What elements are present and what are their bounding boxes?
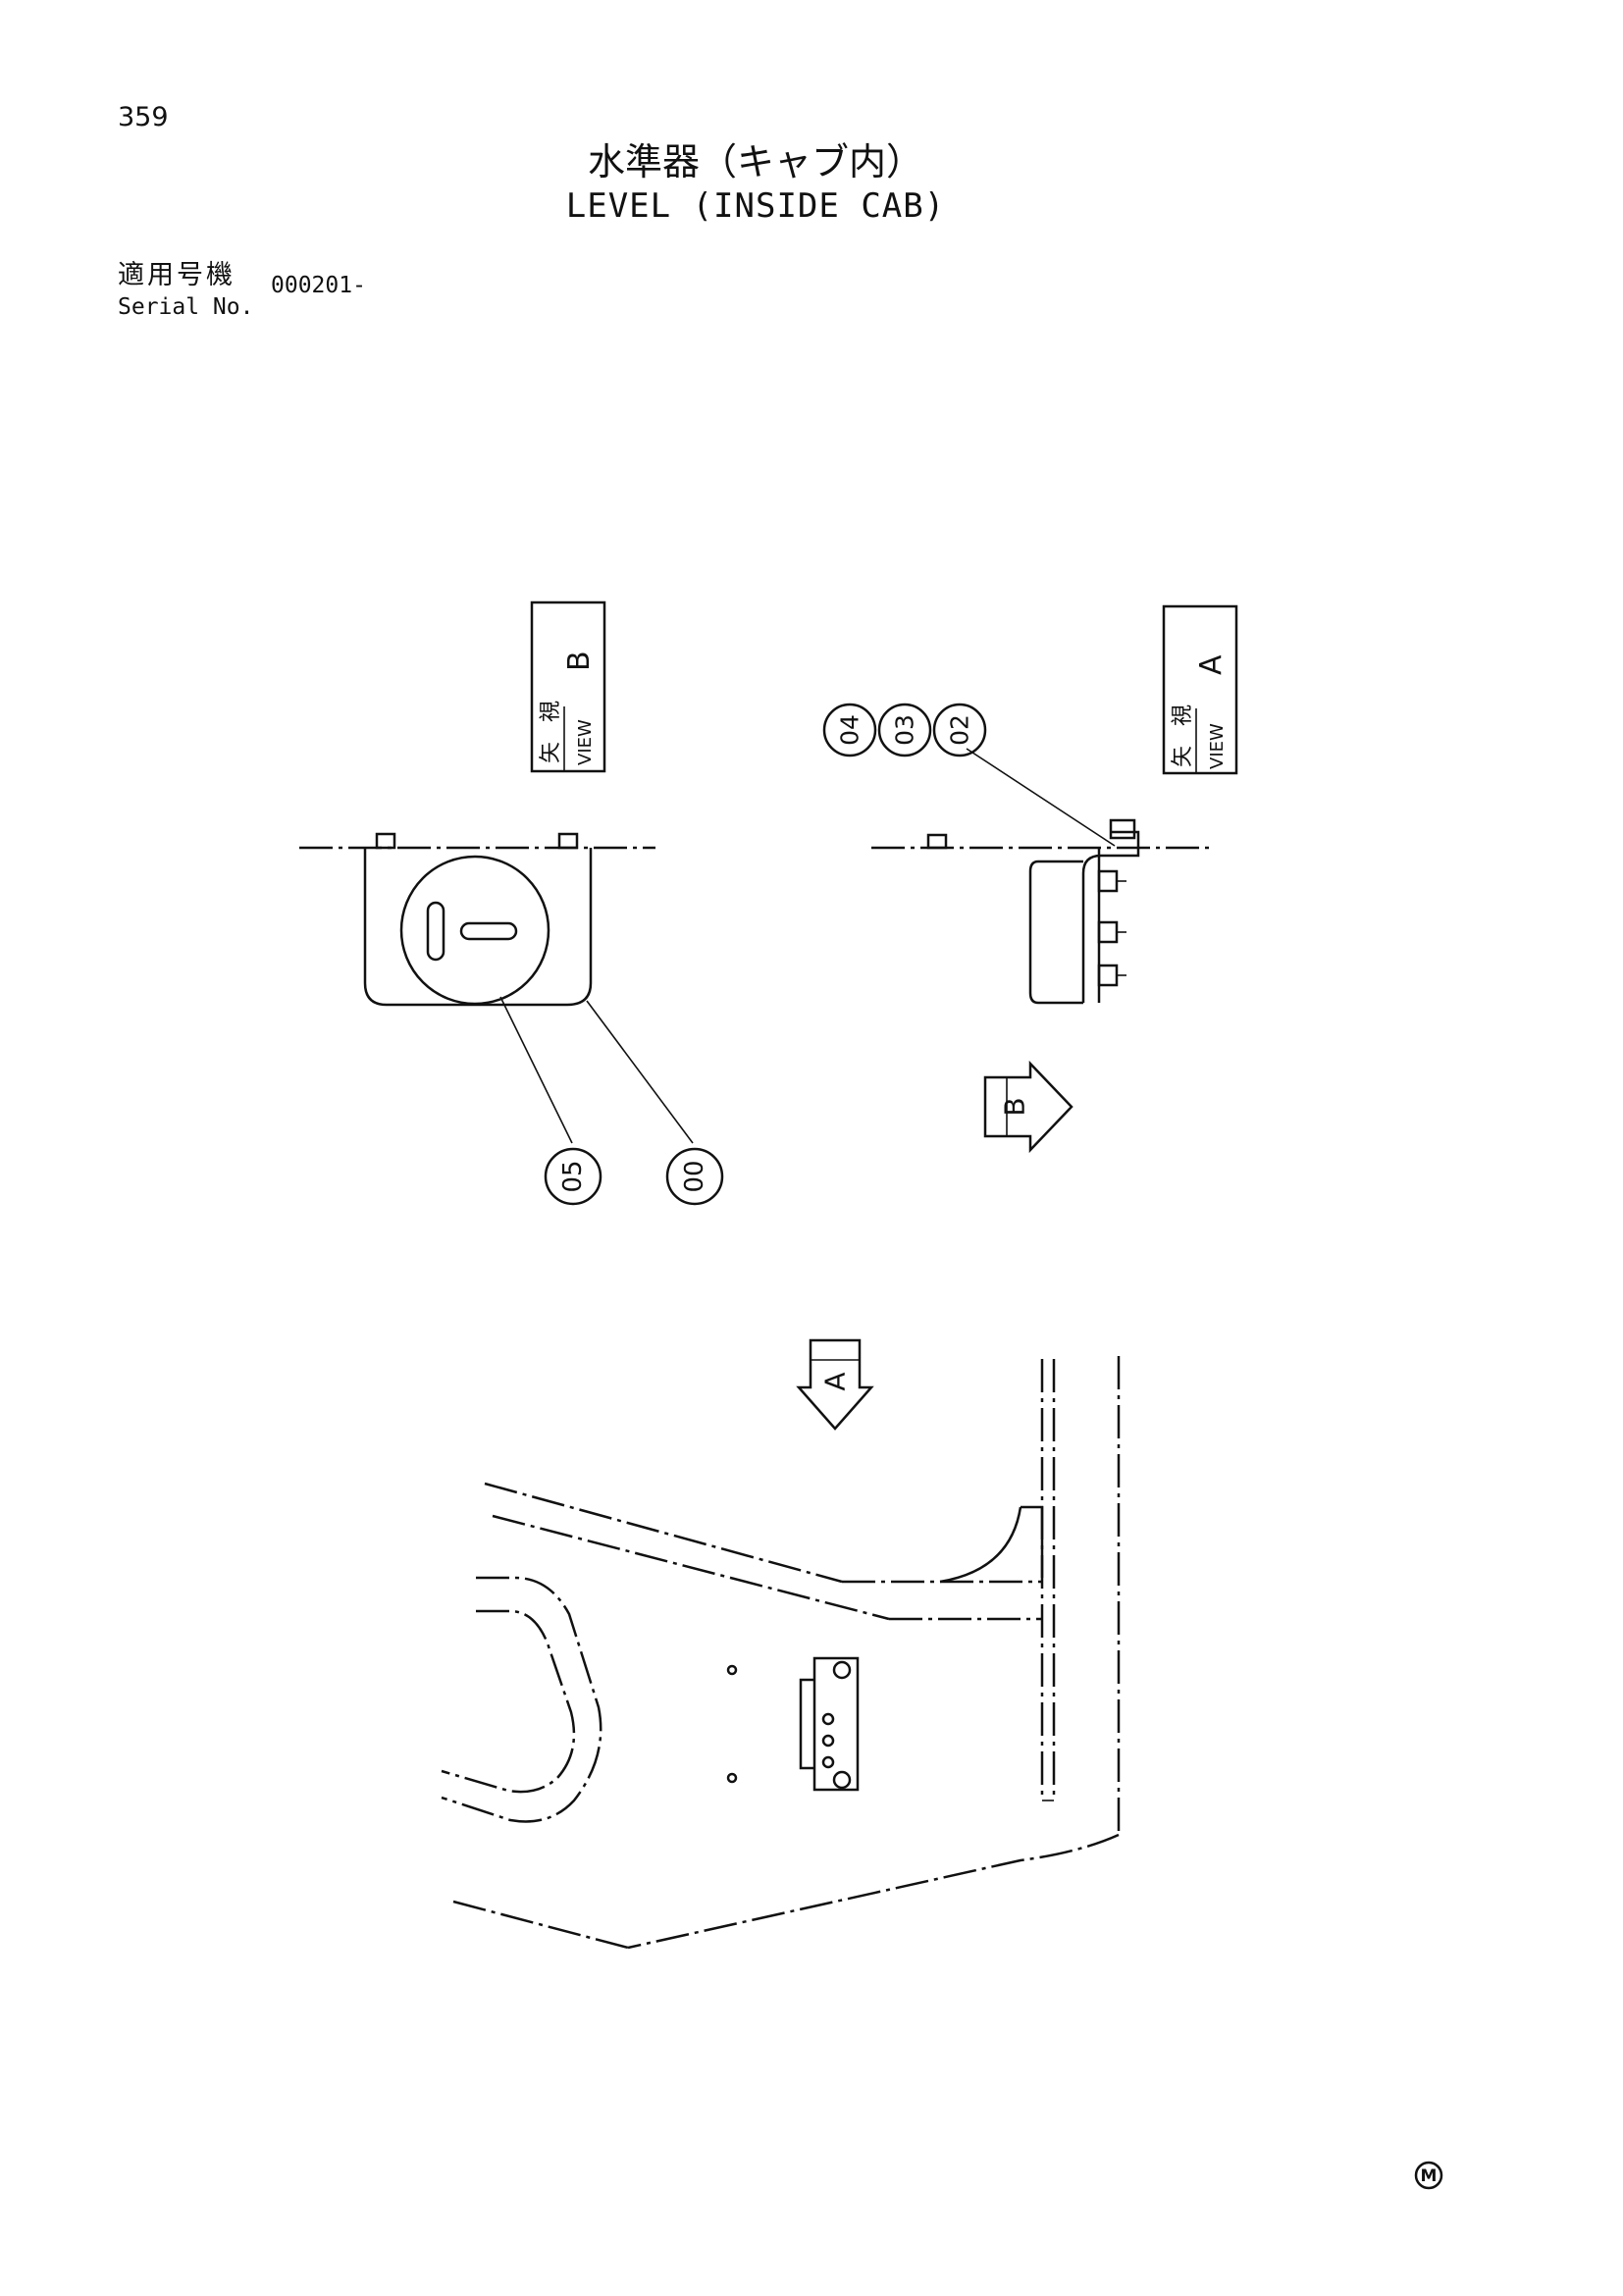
callout-05: 05 [544, 1147, 602, 1206]
title-english: LEVEL (INSIDE CAB) [565, 186, 946, 226]
serial-label-english: Serial No. [118, 294, 254, 320]
view-a-letter: A [1194, 654, 1229, 675]
view-b-label: 矢 視 VIEW B [530, 600, 606, 773]
serial-label-japanese: 適用号機 [118, 260, 236, 290]
svg-text:03: 03 [891, 714, 919, 746]
view-arrow-b: B [983, 1060, 1073, 1154]
view-a-jp-2: 視 [1171, 704, 1195, 726]
callout-04: 04 [822, 703, 877, 757]
svg-text:B: B [999, 1097, 1031, 1116]
svg-text:00: 00 [680, 1160, 709, 1192]
view-b-jp-2: 視 [539, 701, 563, 722]
callout-00: 00 [665, 1147, 724, 1206]
svg-text:05: 05 [558, 1160, 588, 1192]
title-japanese: 水準器（キャブ内） [587, 140, 923, 183]
view-a-label: 矢 視 VIEW A [1162, 604, 1238, 775]
view-b-letter: B [562, 651, 597, 671]
view-b-jp-1: 矢 [539, 742, 563, 763]
view-a-jp-1: 矢 [1171, 746, 1195, 767]
cab-layout [441, 1356, 1121, 1950]
view-a-en: VIEW [1207, 723, 1228, 769]
svg-text:M: M [1421, 2166, 1438, 2186]
serial-value: 000201- [271, 273, 366, 298]
view-b-en: VIEW [575, 719, 596, 765]
callout-03: 03 [877, 703, 932, 757]
svg-text:A: A [819, 1372, 852, 1390]
svg-text:02: 02 [946, 714, 974, 746]
callout-02: 02 [932, 703, 987, 757]
view-arrow-a: A [796, 1338, 874, 1431]
svg-text:04: 04 [836, 714, 864, 746]
level-front-view [299, 832, 655, 1007]
manufacturer-mark: M [1414, 2161, 1443, 2190]
level-side-view [871, 818, 1209, 1005]
page-number: 359 [118, 102, 169, 132]
